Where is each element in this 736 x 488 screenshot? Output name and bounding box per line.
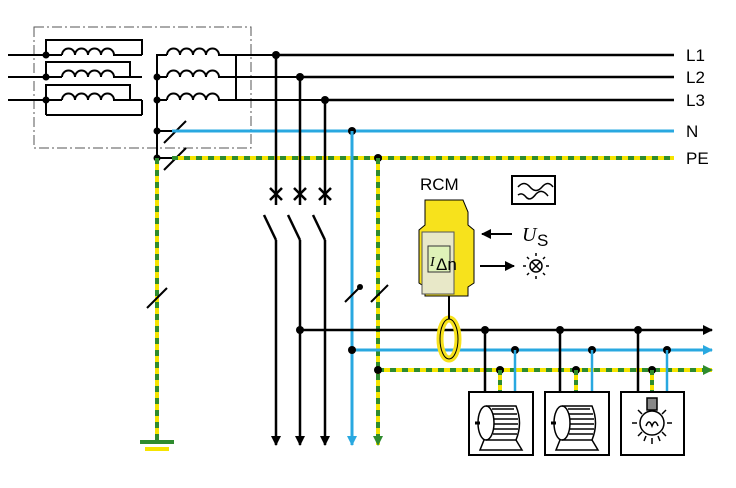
label-pe: PE xyxy=(686,149,709,168)
current-transformer xyxy=(436,295,462,363)
rcm-measurement-symbol: I xyxy=(429,255,436,270)
earth-connection xyxy=(140,158,174,451)
label-l1: L1 xyxy=(686,46,705,65)
label-n: N xyxy=(686,122,698,141)
supply-subscript: S xyxy=(537,231,548,250)
rcm-label: RCM xyxy=(420,175,459,194)
label-l3: L3 xyxy=(686,91,705,110)
sub-bus xyxy=(296,325,713,375)
waveform-icon xyxy=(511,175,556,205)
load-lamp xyxy=(620,391,685,456)
light-bulb-icon xyxy=(632,397,672,444)
load-motor-1 xyxy=(468,391,534,456)
load-motor-2 xyxy=(544,391,610,456)
primary-windings xyxy=(8,39,143,116)
supply-symbol: U xyxy=(522,224,538,246)
motor-icon xyxy=(475,405,524,451)
circuit-breakers xyxy=(262,55,332,241)
label-l2: L2 xyxy=(686,68,705,87)
transformer xyxy=(8,26,325,171)
rcm-device: I Δn xyxy=(418,199,475,297)
outgoing-pe xyxy=(370,158,389,446)
rcm-measurement-subscript: Δn xyxy=(436,255,457,274)
motor-icon xyxy=(551,405,600,451)
outgoing-n xyxy=(344,131,363,446)
lamp-indicator-icon xyxy=(523,253,549,279)
